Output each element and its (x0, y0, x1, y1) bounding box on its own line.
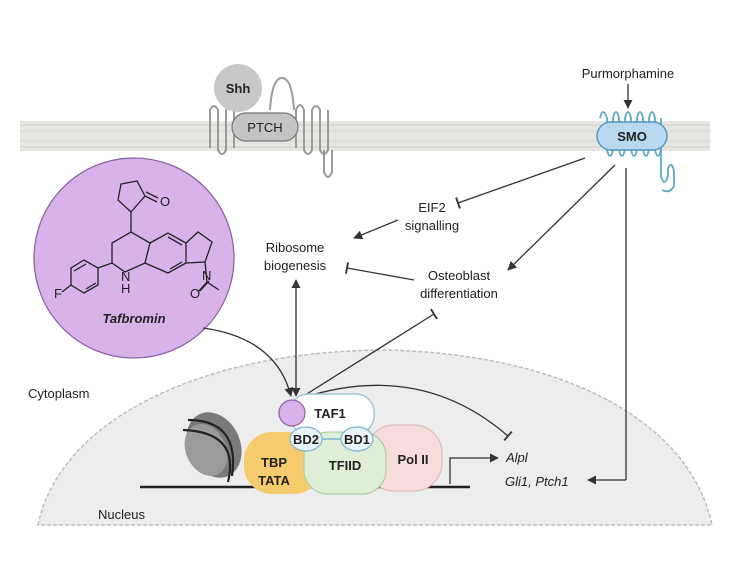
eif2-to-ribosome (353, 219, 399, 240)
ribosome-label-line1: Ribosome (266, 240, 325, 255)
transcription-complex: TAF1 BD2 BD1 TBP TATA TFIID Pol II (244, 393, 443, 495)
ptch-label: PTCH (247, 120, 282, 135)
tfiid-label: TFIID (329, 458, 362, 473)
transcription-start-arrow (449, 453, 499, 484)
nucleus-label: Nucleus (98, 507, 145, 522)
purmorphamine-label: Purmorphamine (582, 66, 675, 81)
taf1-label: TAF1 (314, 406, 346, 421)
eif2-label-line1: EIF2 (418, 200, 445, 215)
tafbromin-bound-marker (278, 399, 306, 427)
atom-n: N (121, 269, 130, 284)
atom-h: H (121, 281, 130, 296)
bd1-label: BD1 (344, 432, 370, 447)
tafbromin-to-taf1 (202, 327, 294, 397)
alpl-gene-label: Alpl (505, 450, 529, 465)
taf1-inhibits-osteoblast (301, 308, 438, 398)
eif2-label-line2: signalling (405, 218, 459, 233)
osteoblast-label-line2: differentiation (420, 286, 498, 301)
pol2-label: Pol II (397, 452, 428, 467)
atom-o2: O (190, 286, 200, 301)
cell-membrane (20, 121, 710, 151)
ptch-receptor: Shh PTCH (209, 64, 333, 178)
tafbromin-label: Tafbromin (102, 311, 165, 326)
osteoblast-label-line1: Osteoblast (428, 268, 491, 283)
atom-o1: O (160, 194, 170, 209)
pathway-edges (202, 157, 627, 485)
osteoblast-inhibits-ribosome (345, 262, 415, 281)
tata-label: TATA (258, 473, 290, 488)
atom-n2: N (202, 268, 211, 283)
smo-body (596, 121, 668, 151)
ptch-body (231, 112, 299, 142)
cytoplasm-label: Cytoplasm (28, 386, 89, 401)
smo-receptor: Purmorphamine SMO (582, 66, 675, 193)
atom-f: F (54, 286, 62, 301)
bd2-label: BD2 (293, 432, 319, 447)
gli-ptch-gene-label: Gli1, Ptch1 (505, 474, 569, 489)
smo-label: SMO (617, 129, 647, 144)
shh-ligand (214, 64, 262, 112)
tafbromin-compound: O N H N O F Tafbromin (33, 157, 235, 359)
smo-to-osteoblast (507, 164, 616, 271)
ribosome-label-line2: biogenesis (264, 258, 327, 273)
nucleosome (182, 412, 242, 483)
tbp-label: TBP (261, 455, 287, 470)
taf1-inhibits-alpl (301, 384, 513, 442)
smo-inhibits-eif2 (455, 157, 586, 209)
shh-label: Shh (226, 81, 251, 96)
